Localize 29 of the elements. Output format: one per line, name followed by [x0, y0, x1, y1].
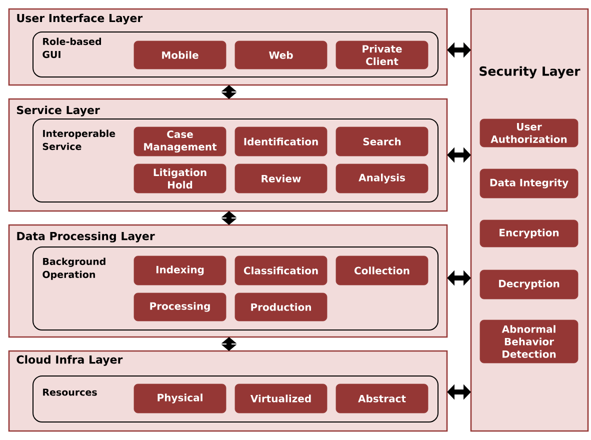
component-box: Abnormal Behavior Detection	[480, 320, 578, 364]
double-arrow	[447, 42, 471, 58]
component-box: Processing	[134, 292, 226, 322]
component-box: Collection	[336, 256, 428, 286]
component-box: Physical	[134, 384, 226, 414]
component-box: Indexing	[134, 256, 226, 286]
double-arrow	[447, 147, 471, 163]
double-arrow	[221, 211, 237, 225]
component-box: Search	[336, 126, 428, 156]
component-box: Encryption	[480, 220, 578, 248]
component-box: Decryption	[480, 270, 578, 300]
component-box: Data Integrity	[480, 168, 578, 198]
component-box: Litigation Hold	[134, 164, 226, 194]
double-arrow	[221, 337, 237, 351]
component-box: Web	[234, 40, 328, 70]
double-arrow	[447, 384, 471, 400]
component-box: User Authorization	[480, 118, 578, 148]
component-box: Mobile	[134, 40, 226, 70]
component-box: Production	[234, 292, 328, 322]
component-box: Identification	[234, 126, 328, 156]
component-box: Analysis	[336, 164, 428, 194]
component-box: Virtualized	[234, 384, 328, 414]
component-box: Review	[234, 164, 328, 194]
component-box: Private Client	[336, 40, 428, 70]
component-box: Classification	[234, 256, 328, 286]
component-box: Case Management	[134, 126, 226, 156]
double-arrow	[221, 85, 237, 99]
double-arrow	[447, 270, 471, 286]
component-box: Abstract	[336, 384, 428, 414]
